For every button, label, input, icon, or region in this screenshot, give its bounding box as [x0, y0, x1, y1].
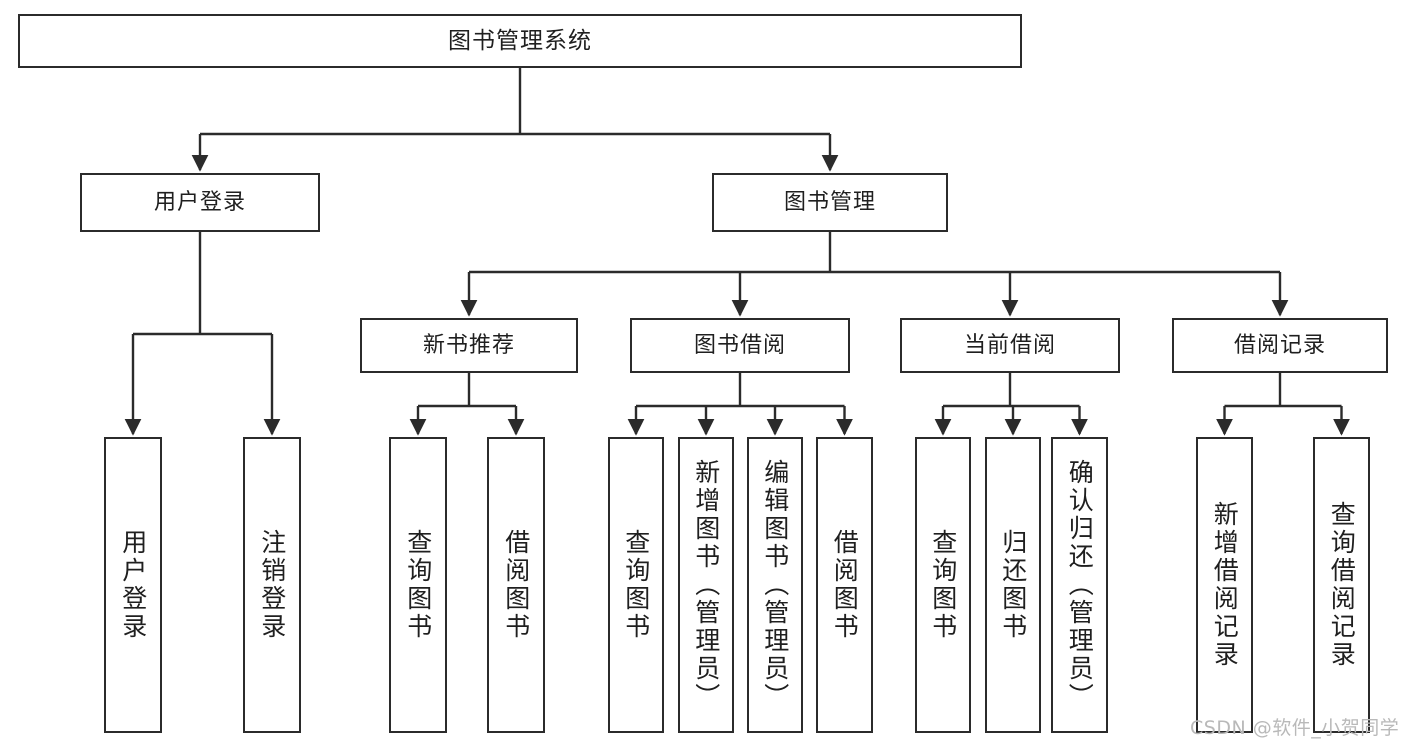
node-label: 图书借阅	[693, 332, 786, 358]
watermark-label: CSDN @软件_小贺同学	[1190, 717, 1400, 739]
node-label: 注销登录	[257, 529, 287, 641]
node-leaf-rec-query2[interactable]: 查询借阅记录	[1313, 437, 1370, 733]
node-label: 编辑图书（管理员）	[760, 459, 790, 711]
node-leaf-cur-return[interactable]: 归还图书	[985, 437, 1041, 733]
node-label: 借阅图书	[830, 529, 860, 641]
node-leaf-rec-add[interactable]: 新增借阅记录	[1196, 437, 1253, 733]
node-leaf-user-login[interactable]: 用户登录	[104, 437, 162, 733]
node-label: 查询图书	[403, 529, 433, 641]
node-label: 用户登录	[153, 189, 246, 215]
node-book-manage[interactable]: 图书管理	[712, 173, 948, 232]
node-label: 新增图书（管理员）	[691, 459, 721, 711]
node-label: 图书管理	[783, 189, 876, 215]
node-label: 当前借阅	[963, 332, 1056, 358]
node-label: 确认归还（管理员）	[1065, 459, 1095, 711]
node-leaf-book-add[interactable]: 新增图书（管理员）	[678, 437, 734, 733]
node-new-book-rec[interactable]: 新书推荐	[360, 318, 578, 373]
node-label: 查询图书	[928, 529, 958, 641]
node-label: 新书推荐	[422, 332, 515, 358]
node-leaf-cur-confirm[interactable]: 确认归还（管理员）	[1051, 437, 1108, 733]
node-book-borrow[interactable]: 图书借阅	[630, 318, 850, 373]
node-root[interactable]: 图书管理系统	[18, 14, 1022, 68]
node-label: 归还图书	[998, 529, 1028, 641]
node-label: 借阅记录	[1233, 332, 1326, 358]
node-leaf-user-logout[interactable]: 注销登录	[243, 437, 301, 733]
node-borrow-record[interactable]: 借阅记录	[1172, 318, 1388, 373]
node-leaf-borrow-query[interactable]: 查询图书	[608, 437, 664, 733]
node-leaf-book-edit[interactable]: 编辑图书（管理员）	[747, 437, 803, 733]
node-label: 查询图书	[621, 529, 651, 641]
node-leaf-rec-query[interactable]: 查询图书	[389, 437, 447, 733]
node-label: 新增借阅记录	[1210, 501, 1240, 669]
node-label: 用户登录	[118, 529, 148, 641]
node-user-login[interactable]: 用户登录	[80, 173, 320, 232]
node-label: 查询借阅记录	[1327, 501, 1357, 669]
node-label: 借阅图书	[501, 529, 531, 641]
node-label: 图书管理系统	[448, 27, 592, 54]
node-leaf-cur-query[interactable]: 查询图书	[915, 437, 971, 733]
node-leaf-rec-borrow[interactable]: 借阅图书	[487, 437, 545, 733]
node-current-borrow[interactable]: 当前借阅	[900, 318, 1120, 373]
node-leaf-book-borrow[interactable]: 借阅图书	[816, 437, 873, 733]
